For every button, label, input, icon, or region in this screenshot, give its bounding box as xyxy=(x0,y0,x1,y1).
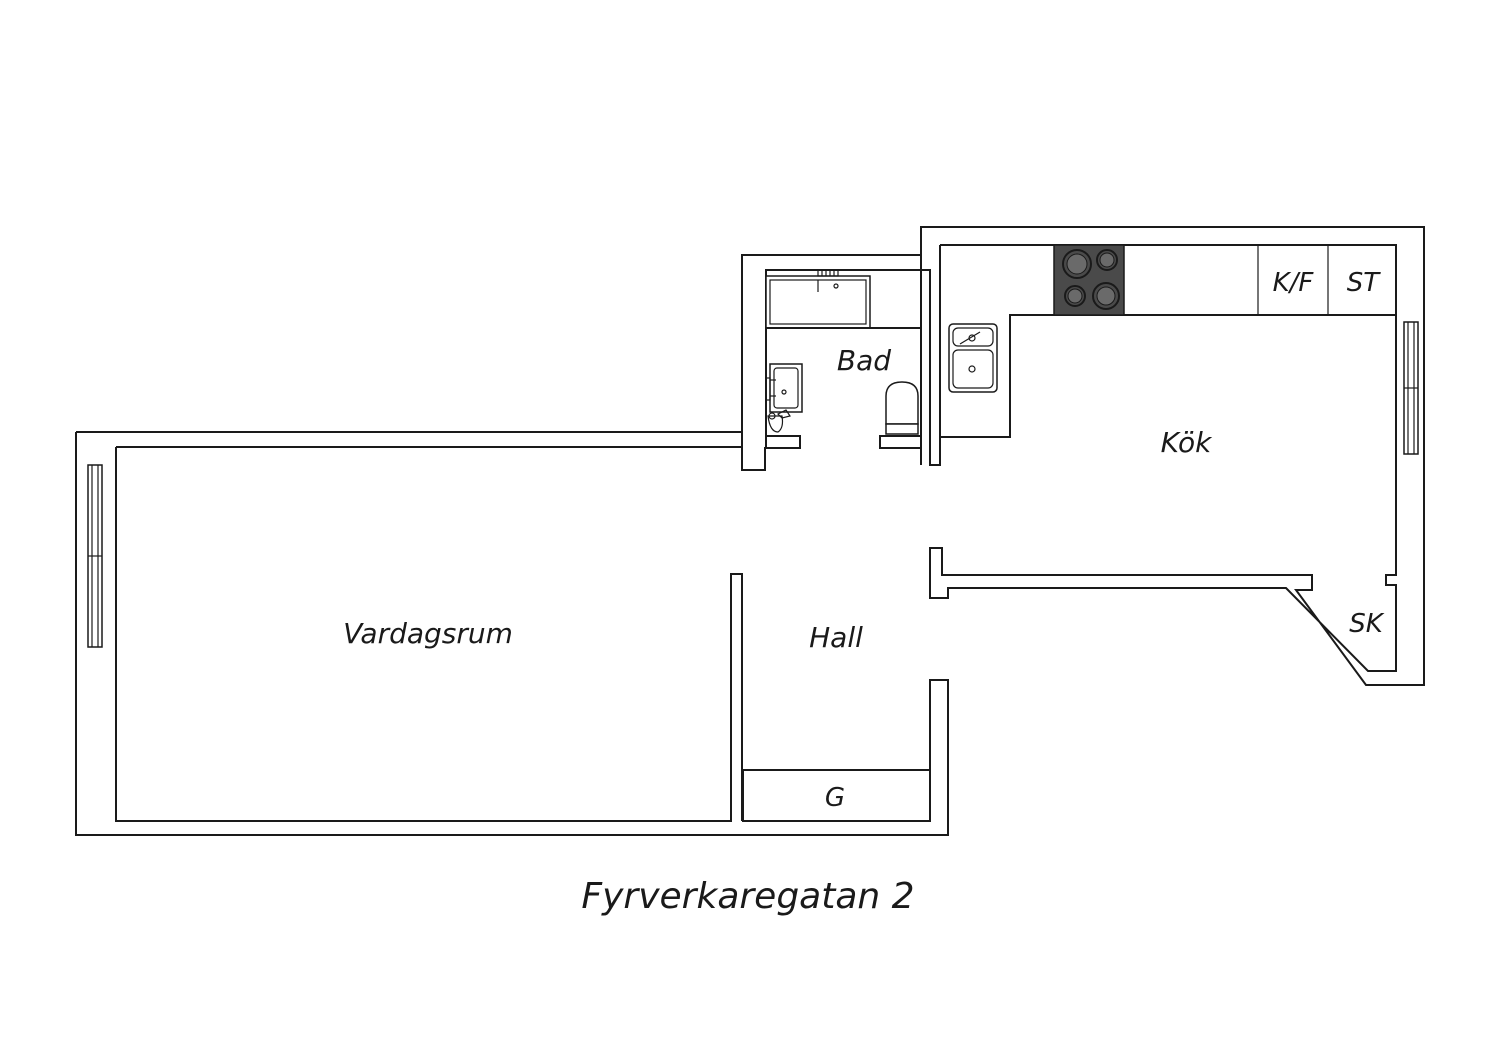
floor-drain-icon xyxy=(767,409,791,433)
living-room-outer-wall xyxy=(75,431,949,836)
room-labels: Vardagsrum Hall Kök Bad G K/F ST SK xyxy=(343,268,1385,813)
kitchen-counter xyxy=(948,244,1329,437)
kitchen-sink-icon xyxy=(948,323,998,393)
room-label-skap: SK xyxy=(1349,609,1385,639)
window-right xyxy=(1403,321,1419,455)
toilet-icon xyxy=(885,381,919,435)
room-label-hall: Hall xyxy=(809,621,863,654)
plan-caption: Fyrverkaregatan 2 xyxy=(581,876,914,917)
room-label-kok: Kök xyxy=(1161,426,1213,459)
bathroom-door-jamb-left xyxy=(765,435,801,449)
windows xyxy=(87,321,1419,648)
room-label-kyl-frys: K/F xyxy=(1273,268,1315,298)
bathtub-icon xyxy=(765,269,871,329)
bathroom-door-jamb xyxy=(879,435,922,449)
bathroom-walls xyxy=(741,226,1425,686)
room-label-bad: Bad xyxy=(837,344,891,377)
washbasin-icon xyxy=(765,363,803,413)
stove-icon xyxy=(1053,244,1125,316)
bathroom-fixtures xyxy=(765,269,921,435)
walls xyxy=(75,226,1425,836)
room-label-stad: ST xyxy=(1347,268,1382,298)
room-label-vardagsrum: Vardagsrum xyxy=(343,617,513,650)
window-left xyxy=(87,464,103,648)
room-label-garderob: G xyxy=(825,783,845,813)
